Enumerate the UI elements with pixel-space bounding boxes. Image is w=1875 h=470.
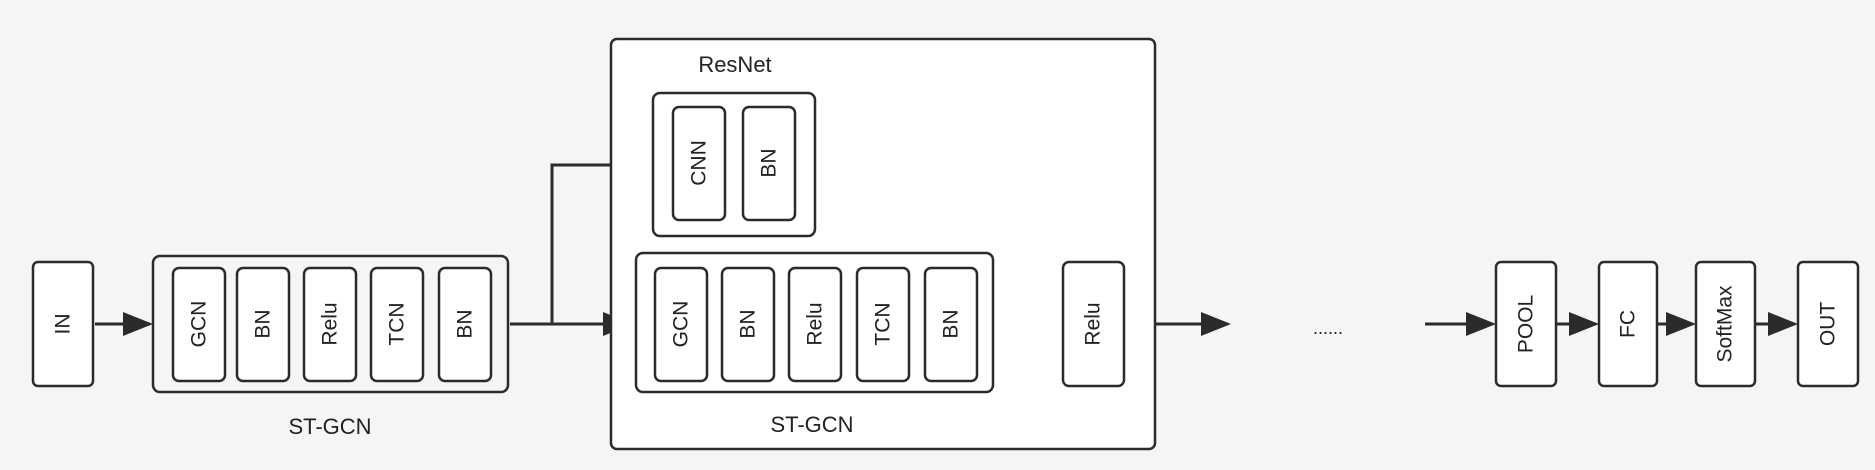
input-node: IN xyxy=(31,260,95,388)
stgcn1-layer-gcn xyxy=(171,266,227,383)
stgcn2-layer-gcn xyxy=(653,266,709,383)
stgcn1-layer-label: Relu xyxy=(319,302,342,345)
stgcn-block-2: GCN BN Relu TCN BN ST-GCN xyxy=(634,251,995,437)
stgcn2-layer-label: TCN xyxy=(872,302,895,345)
resnet-frame xyxy=(609,37,1157,451)
input-label: IN xyxy=(52,314,75,335)
resnet-relu-label: Relu xyxy=(1082,302,1105,345)
shortcut-layer-cnn xyxy=(671,105,727,222)
shortcut-branch: CNN BN xyxy=(651,91,817,238)
shortcut-layer-bn xyxy=(741,105,797,222)
stgcn1-layer-label: TCN xyxy=(386,302,409,345)
resnet-relu xyxy=(1061,260,1126,388)
head-label: FC xyxy=(1617,310,1640,338)
head-fc xyxy=(1597,260,1659,388)
ellipsis: ...... xyxy=(1313,318,1343,338)
stgcn1-caption: ST-GCN xyxy=(288,414,371,439)
stgcn-block-1: GCN BN Relu TCN BN ST-GCN xyxy=(151,254,510,439)
stgcn1-layer-bn xyxy=(235,266,291,383)
stgcn1-layer-relu xyxy=(302,266,358,383)
head-pool xyxy=(1494,260,1558,388)
stgcn2-layer-bn xyxy=(720,266,776,383)
stgcn2-layer-relu xyxy=(787,266,843,383)
head-softmax xyxy=(1694,260,1757,388)
stgcn2-layer-label: BN xyxy=(940,309,963,338)
head-out xyxy=(1796,260,1860,388)
stgcn2-layer-label: Relu xyxy=(804,302,827,345)
head-label: OUT xyxy=(1817,302,1840,347)
resnet-block: ResNet CNN BN GCN BN Relu TCN BN ST-GCN … xyxy=(609,37,1157,451)
stgcn2-layer-label: GCN xyxy=(670,301,693,348)
stgcn2-caption: ST-GCN xyxy=(770,412,853,437)
stgcn1-layer-label: GCN xyxy=(188,301,211,348)
stgcn2-layer-label: BN xyxy=(737,309,760,338)
shortcut-layer-label: CNN xyxy=(688,140,711,186)
resnet-title: ResNet xyxy=(698,52,771,77)
output-head: POOL FC SoftMax OUT xyxy=(1494,260,1860,388)
shortcut-layer-label: BN xyxy=(758,148,781,177)
stgcn1-layer-tcn xyxy=(369,266,425,383)
stgcn2-layer-bn2 xyxy=(923,266,979,383)
stgcn1-layer-label: BN xyxy=(454,309,477,338)
head-label: SoftMax xyxy=(1714,285,1737,363)
head-label: POOL xyxy=(1515,295,1538,353)
stgcn2-layer-tcn xyxy=(855,266,911,383)
stgcn1-layer-label: BN xyxy=(252,309,275,338)
stgcn1-layer-bn2 xyxy=(437,266,493,383)
